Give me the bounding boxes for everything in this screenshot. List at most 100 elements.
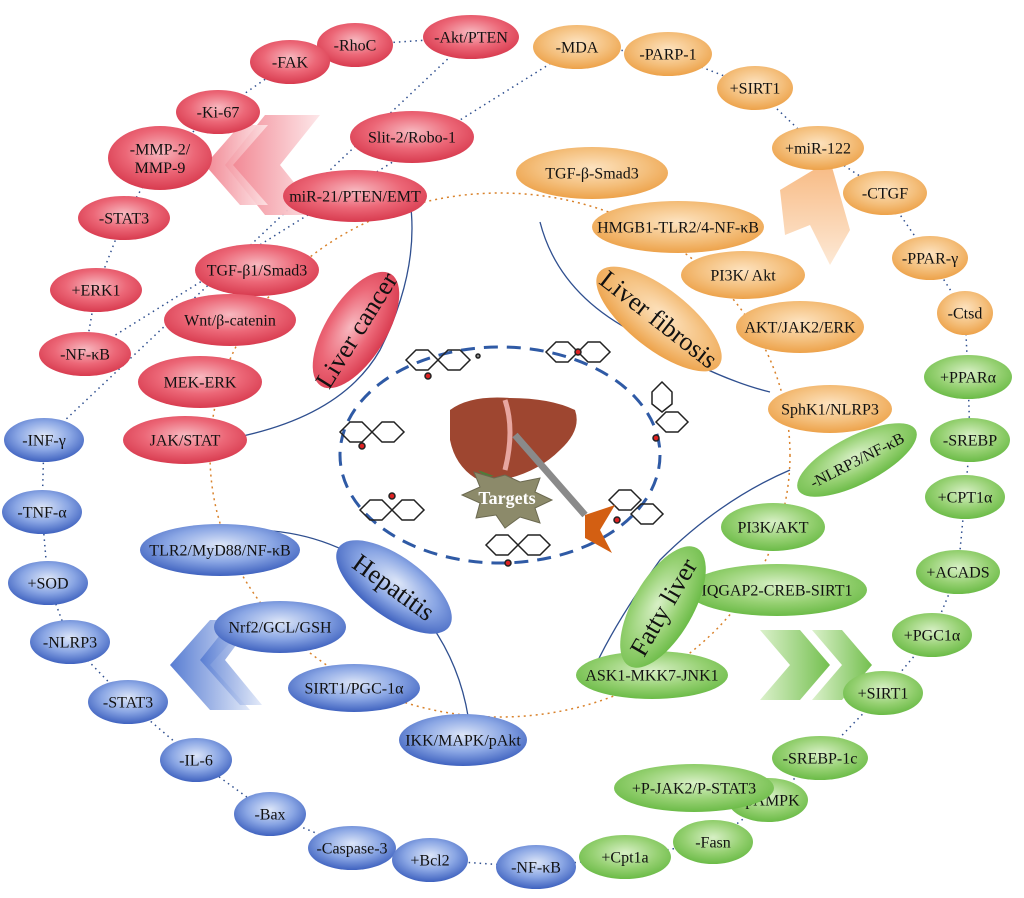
node-label: +Cpt1a xyxy=(601,850,648,867)
cancer-marker-node: -MMP-2/MMP-9 xyxy=(108,126,212,190)
node-label: +SIRT1 xyxy=(858,686,909,703)
node-label: +ERK1 xyxy=(71,283,120,300)
fatty-marker-node: -Fasn xyxy=(673,820,753,864)
fatty-marker-node: +PGC1α xyxy=(892,613,972,657)
liver-icon xyxy=(450,397,577,482)
node-label: -TNF-α xyxy=(17,505,67,522)
node-label: -SREBP xyxy=(943,433,997,450)
cancer-pathway-node: Wnt/β-catenin xyxy=(164,294,296,346)
node-label: +Bcl2 xyxy=(410,853,449,870)
node-label: -SREBP-1c xyxy=(783,751,858,768)
node-label: AKT/JAK2/ERK xyxy=(744,320,856,337)
flavone-molecule-icon xyxy=(404,349,481,380)
target-burst-icon xyxy=(460,471,554,529)
node-label: SphK1/NLRP3 xyxy=(781,402,879,419)
node-label: PI3K/AKT xyxy=(737,520,808,537)
node-label: -RhoC xyxy=(334,38,377,55)
cancer-pathway-node: TGF-β1/Smad3 xyxy=(195,244,319,296)
hepatitis-marker-node: -IL-6 xyxy=(160,738,232,782)
hepatitis-pathway-node: SIRT1/PGC-1α xyxy=(288,664,420,712)
hepatitis-marker-node: -NF-κB xyxy=(496,845,576,889)
fibrosis-marker-node: +miR-122 xyxy=(772,126,864,170)
node-label: TLR2/MyD88/NF-κB xyxy=(149,543,290,560)
node-label: +SIRT1 xyxy=(730,81,781,98)
node-label: -MMP-2/MMP-9 xyxy=(130,141,191,176)
node-label: -STAT3 xyxy=(99,211,149,228)
fibrosis-marker-node: -PPAR-γ xyxy=(892,236,968,280)
node-label: IQGAP2-CREB-SIRT1 xyxy=(701,583,852,600)
node-label: miR-21/PTEN/EMT xyxy=(289,189,421,206)
node-label: HMGB1-TLR2/4-NF-κB xyxy=(597,220,759,237)
hepatitis-marker-node: -TNF-α xyxy=(2,490,82,534)
cancer-marker-node: -NF-κB xyxy=(39,332,131,376)
node-label: IKK/MAPK/pAkt xyxy=(405,733,521,750)
hepatitis-marker-node: -Bax xyxy=(234,792,306,836)
node-label: -Ki-67 xyxy=(197,105,240,122)
hepatitis-marker-node: -Caspase-3 xyxy=(308,826,396,870)
red-chevron-icon xyxy=(205,125,268,205)
node-label: -Bax xyxy=(254,807,285,824)
fibrosis-marker-node: -MDA xyxy=(533,25,621,69)
node-label: +PPARα xyxy=(940,370,997,387)
hepatitis-marker-node: +SOD xyxy=(8,561,88,605)
node-label: MEK-ERK xyxy=(164,375,237,392)
node-label: +PGC1α xyxy=(904,628,961,645)
fatty-marker-node: -SREBP-1c xyxy=(772,736,868,780)
flavone-molecule-icon xyxy=(607,489,665,525)
node-label: ASK1-MKK7-JNK1 xyxy=(585,668,718,685)
node-label: TGF-β-Smad3 xyxy=(545,166,638,183)
node-label: -INF-γ xyxy=(22,433,66,450)
center-label: Targets xyxy=(478,488,535,508)
fibrosis-pathway-node: TGF-β-Smad3 xyxy=(516,147,668,199)
node-label: Slit-2/Robo-1 xyxy=(368,130,456,147)
fatty-connector-line xyxy=(589,469,791,679)
arrow-icon xyxy=(512,432,615,553)
node-label: -PPAR-γ xyxy=(902,251,958,268)
cancer-pathway-node: JAK/STAT xyxy=(123,416,247,464)
cancer-marker-node: -FAK xyxy=(250,40,330,84)
node-label: -MDA xyxy=(556,40,599,57)
molecule-icons xyxy=(338,341,690,567)
node-label: PI3K/ Akt xyxy=(710,268,776,285)
fatty-marker-node: +ACADS xyxy=(916,550,1000,594)
node-label: -PARP-1 xyxy=(639,47,696,64)
hepatitis-marker-node: -STAT3 xyxy=(88,680,168,724)
node-label: -STAT3 xyxy=(103,695,153,712)
inner-ring-connector xyxy=(209,192,791,718)
node-label: -CTGF xyxy=(862,186,908,203)
hepatitis-pathway-node: Nrf2/GCL/GSH xyxy=(214,601,346,653)
cancer-marker-node: -Akt/PTEN xyxy=(423,15,519,59)
node-label: +CPT1α xyxy=(938,490,993,507)
hepatitis-pathway-node: IKK/MAPK/pAkt xyxy=(399,714,527,766)
fatty-marker-node: +CPT1α xyxy=(925,475,1005,519)
fatty-marker-node: +Cpt1a xyxy=(579,835,671,879)
node-label: -NF-κB xyxy=(511,860,561,877)
node-label: Nrf2/GCL/GSH xyxy=(228,620,332,637)
fatty-marker-node: +PPARα xyxy=(924,355,1012,399)
green-chevron-icon xyxy=(760,630,830,700)
cancer-marker-node: +ERK1 xyxy=(50,268,142,312)
hepatitis-marker-node: -NLRP3 xyxy=(30,620,110,664)
fatty-marker-node: +SIRT1 xyxy=(843,671,923,715)
hepatitis-pathway-node: TLR2/MyD88/NF-κB xyxy=(140,524,300,576)
node-label: -NLRP3 xyxy=(43,635,97,652)
fibrosis-pathway-node: HMGB1-TLR2/4-NF-κB xyxy=(592,201,764,253)
cancer-pathway-node: Slit-2/Robo-1 xyxy=(350,111,474,163)
node-label: +miR-122 xyxy=(785,141,851,158)
fibrosis-marker-node: -PARP-1 xyxy=(624,32,712,76)
cancer-pathway-node: miR-21/PTEN/EMT xyxy=(283,170,427,222)
node-label: +SOD xyxy=(27,576,68,593)
hepatitis-marker-node: +Bcl2 xyxy=(392,838,468,882)
fibrosis-marker-node: -CTGF xyxy=(843,171,927,215)
node-label: -FAK xyxy=(272,55,309,72)
node-label: -Caspase-3 xyxy=(316,841,387,858)
node-label: -Fasn xyxy=(695,835,731,852)
node-label: -NF-κB xyxy=(60,347,110,364)
fatty-pathway-node: PI3K/AKT xyxy=(721,503,825,551)
node-label: +P-JAK2/P-STAT3 xyxy=(632,781,756,798)
fibrosis-pathway-node: PI3K/ Akt xyxy=(681,251,805,299)
flavone-molecule-icon xyxy=(544,341,612,363)
cancer-connector-line xyxy=(221,199,413,441)
fatty-pathway-node: IQGAP2-CREB-SIRT1 xyxy=(687,564,867,616)
fibrosis-marker-node: -Ctsd xyxy=(937,291,993,335)
